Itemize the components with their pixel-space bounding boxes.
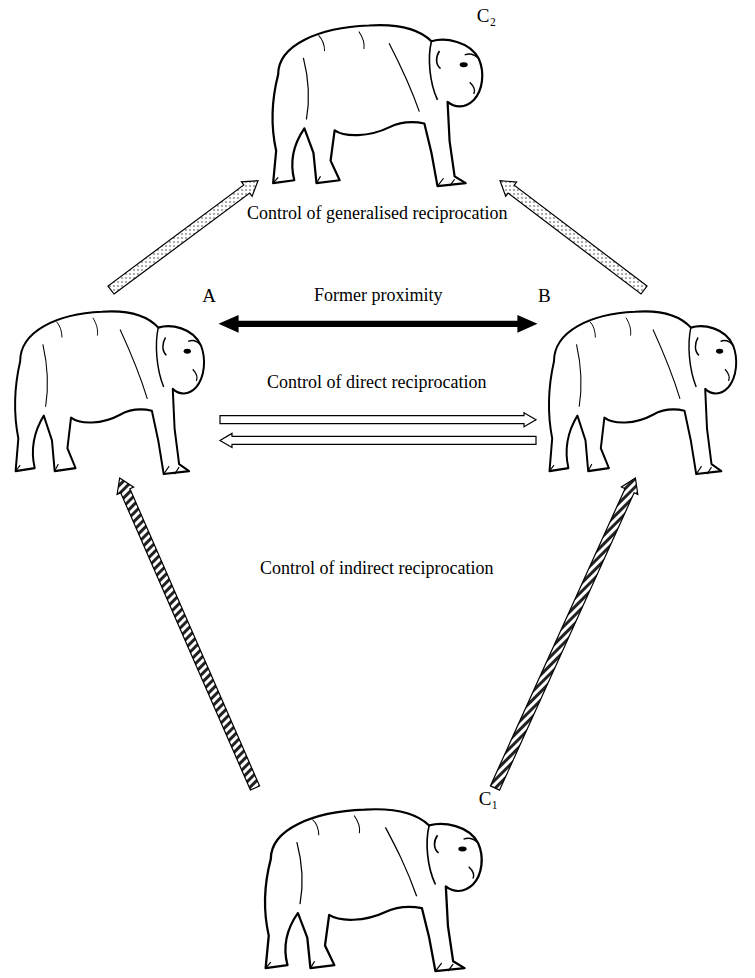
monkey-letter: B: [538, 286, 551, 307]
monkey-c2: [272, 25, 482, 186]
monkey-b: [549, 311, 736, 474]
monkey-node: B: [536, 290, 752, 478]
monkey-node: A: [2, 290, 220, 478]
direct-arrow: [220, 433, 536, 447]
monkey-node: C₁: [250, 788, 500, 975]
generalised-arrow: [500, 181, 647, 294]
generalised-arrow: [108, 181, 258, 294]
direct-arrow: [220, 413, 536, 427]
relation-label: Control of indirect reciprocation: [260, 558, 493, 579]
edge-label: Former proximity: [314, 285, 443, 306]
indirect-arrow: [490, 478, 637, 790]
indirect-arrow: [117, 478, 260, 790]
monkey-node: C₂: [258, 4, 500, 190]
monkey-a: [15, 311, 204, 474]
monkey-letter: C₂: [477, 6, 496, 27]
relation-label: Control of direct reciprocation: [267, 372, 486, 393]
monkey-letter: C₁: [479, 789, 498, 810]
relation-label: Control of generalised reciprocation: [247, 203, 507, 224]
proximity-arrow: [220, 316, 536, 332]
monkey-c1: [265, 809, 482, 971]
monkey-letter: A: [202, 286, 216, 307]
